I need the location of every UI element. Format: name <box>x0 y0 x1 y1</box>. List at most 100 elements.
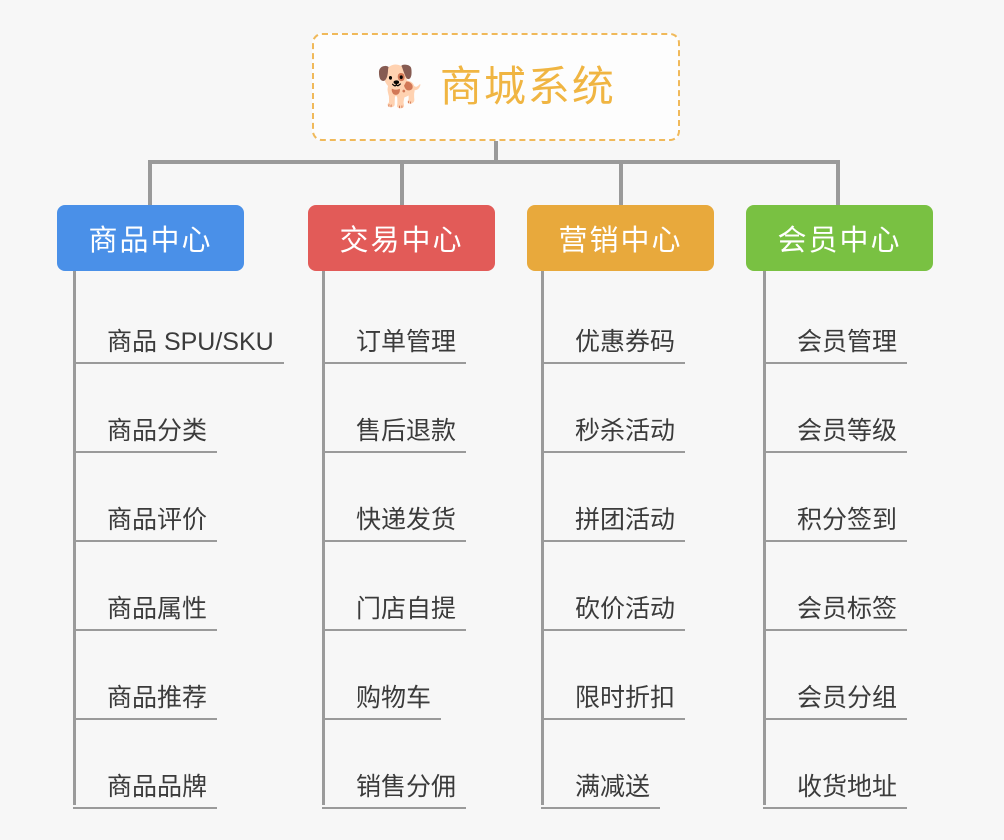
leaf-label: 拼团活动 <box>575 505 676 534</box>
branch-spine-2 <box>322 271 325 805</box>
leaf-list-1: 商品 SPU/SKU 商品分类商品评价商品属性商品推荐商品品牌 <box>57 275 284 809</box>
leaf-area-4: 会员管理会员等级积分签到会员标签会员分组收货地址 <box>746 271 933 809</box>
leaf-label: 会员管理 <box>797 327 898 356</box>
leaf-underline: 快递发货 <box>322 505 467 542</box>
leaf-list-3: 优惠券码秒杀活动拼团活动砍价活动限时折扣满减送 <box>527 275 714 809</box>
leaf-label: 会员分组 <box>797 683 898 712</box>
connector-root-stem <box>494 141 498 163</box>
leaf-label: 快递发货 <box>356 505 457 534</box>
leaf-label: 订单管理 <box>356 327 457 356</box>
branch-header-1[interactable]: 商品中心 <box>57 205 244 271</box>
branch-column-4: 会员中心会员管理会员等级积分签到会员标签会员分组收货地址 <box>746 205 933 809</box>
leaf-underline: 门店自提 <box>322 594 467 631</box>
leaf-underline: 砍价活动 <box>541 595 686 631</box>
branch-header-3[interactable]: 营销中心 <box>527 205 714 271</box>
leaf-label: 购物车 <box>356 683 432 712</box>
leaf-label: 商品 SPU/SKU <box>107 327 274 356</box>
leaf-item[interactable]: 订单管理 <box>308 275 495 364</box>
leaf-underline: 限时折扣 <box>541 683 686 720</box>
leaf-label: 会员标签 <box>797 594 898 623</box>
leaf-item[interactable]: 商品推荐 <box>57 631 244 720</box>
leaf-underline: 购物车 <box>322 683 442 720</box>
leaf-item[interactable]: 会员标签 <box>746 542 933 631</box>
leaf-item[interactable]: 购物车 <box>308 631 495 720</box>
leaf-underline: 会员标签 <box>763 594 908 631</box>
leaf-item[interactable]: 收货地址 <box>746 720 933 809</box>
leaf-label: 秒杀活动 <box>575 416 676 445</box>
leaf-label: 优惠券码 <box>575 327 676 356</box>
leaf-label: 会员等级 <box>797 416 898 445</box>
leaf-underline: 秒杀活动 <box>541 416 686 453</box>
leaf-area-3: 优惠券码秒杀活动拼团活动砍价活动限时折扣满减送 <box>527 271 714 809</box>
leaf-item[interactable]: 限时折扣 <box>527 631 714 720</box>
leaf-label: 商品推荐 <box>107 683 208 712</box>
leaf-item[interactable]: 商品分类 <box>57 364 244 453</box>
leaf-label: 商品评价 <box>107 505 208 534</box>
leaf-underline: 商品评价 <box>73 505 218 542</box>
leaf-item[interactable]: 商品评价 <box>57 453 244 542</box>
leaf-item[interactable]: 商品品牌 <box>57 720 244 809</box>
branch-column-2: 交易中心订单管理售后退款快递发货门店自提购物车销售分佣 <box>308 205 495 809</box>
leaf-underline: 积分签到 <box>763 505 908 542</box>
connector-drop-3 <box>619 160 623 205</box>
leaf-label: 收货地址 <box>797 772 898 801</box>
branch-spine-3 <box>541 271 544 805</box>
leaf-underline: 商品属性 <box>73 594 218 631</box>
connector-drop-1 <box>148 160 152 205</box>
leaf-item[interactable]: 砍价活动 <box>527 542 714 631</box>
shiba-dog-face-icon: 🐕 <box>376 65 426 109</box>
leaf-item[interactable]: 会员管理 <box>746 275 933 364</box>
leaf-underline: 会员等级 <box>763 416 908 453</box>
leaf-item[interactable]: 会员分组 <box>746 631 933 720</box>
leaf-label: 积分签到 <box>797 505 898 534</box>
connector-drop-4 <box>836 160 840 205</box>
branch-spine-1 <box>73 271 76 805</box>
root-title: 商城系统 <box>439 63 616 110</box>
leaf-label: 商品属性 <box>107 594 208 623</box>
leaf-underline: 商品品牌 <box>73 772 218 809</box>
leaf-underline: 订单管理 <box>322 327 467 364</box>
leaf-label: 门店自提 <box>356 594 457 623</box>
connector-drop-2 <box>400 160 404 205</box>
leaf-area-2: 订单管理售后退款快递发货门店自提购物车销售分佣 <box>308 271 495 809</box>
leaf-item[interactable]: 售后退款 <box>308 364 495 453</box>
leaf-underline: 满减送 <box>541 772 661 809</box>
leaf-label: 满减送 <box>575 772 651 801</box>
leaf-label: 商品分类 <box>107 416 208 445</box>
leaf-item[interactable]: 销售分佣 <box>308 720 495 809</box>
leaf-label: 商品品牌 <box>107 772 208 801</box>
leaf-underline: 会员管理 <box>763 327 908 364</box>
leaf-item[interactable]: 商品属性 <box>57 542 244 631</box>
root-node[interactable]: 🐕 商城系统 <box>312 33 680 141</box>
leaf-underline: 商品分类 <box>73 416 218 453</box>
leaf-item[interactable]: 会员等级 <box>746 364 933 453</box>
leaf-item[interactable]: 秒杀活动 <box>527 364 714 453</box>
leaf-item[interactable]: 门店自提 <box>308 542 495 631</box>
leaf-item[interactable]: 快递发货 <box>308 453 495 542</box>
leaf-underline: 售后退款 <box>322 416 467 453</box>
leaf-label: 限时折扣 <box>575 683 676 712</box>
leaf-list-2: 订单管理售后退款快递发货门店自提购物车销售分佣 <box>308 275 495 809</box>
branch-column-3: 营销中心优惠券码秒杀活动拼团活动砍价活动限时折扣满减送 <box>527 205 714 809</box>
connector-horizontal-bus <box>150 160 838 164</box>
leaf-label: 销售分佣 <box>356 772 457 801</box>
leaf-list-4: 会员管理会员等级积分签到会员标签会员分组收货地址 <box>746 275 933 809</box>
leaf-item[interactable]: 积分签到 <box>746 453 933 542</box>
leaf-item[interactable]: 商品 SPU/SKU <box>57 275 284 364</box>
branch-header-4[interactable]: 会员中心 <box>746 205 933 271</box>
leaf-item[interactable]: 满减送 <box>527 720 714 809</box>
leaf-underline: 销售分佣 <box>322 772 467 809</box>
leaf-underline: 商品 SPU/SKU <box>73 327 284 364</box>
leaf-underline: 会员分组 <box>763 683 908 720</box>
leaf-underline: 收货地址 <box>763 772 908 809</box>
leaf-underline: 商品推荐 <box>73 683 218 720</box>
leaf-underline: 优惠券码 <box>541 327 686 364</box>
branch-header-2[interactable]: 交易中心 <box>308 205 495 271</box>
leaf-item[interactable]: 拼团活动 <box>527 453 714 542</box>
branch-column-1: 商品中心商品 SPU/SKU 商品分类商品评价商品属性商品推荐商品品牌 <box>57 205 284 809</box>
leaf-item[interactable]: 优惠券码 <box>527 275 714 364</box>
branch-spine-4 <box>763 271 766 805</box>
leaf-label: 售后退款 <box>356 416 457 445</box>
leaf-area-1: 商品 SPU/SKU 商品分类商品评价商品属性商品推荐商品品牌 <box>57 271 284 809</box>
